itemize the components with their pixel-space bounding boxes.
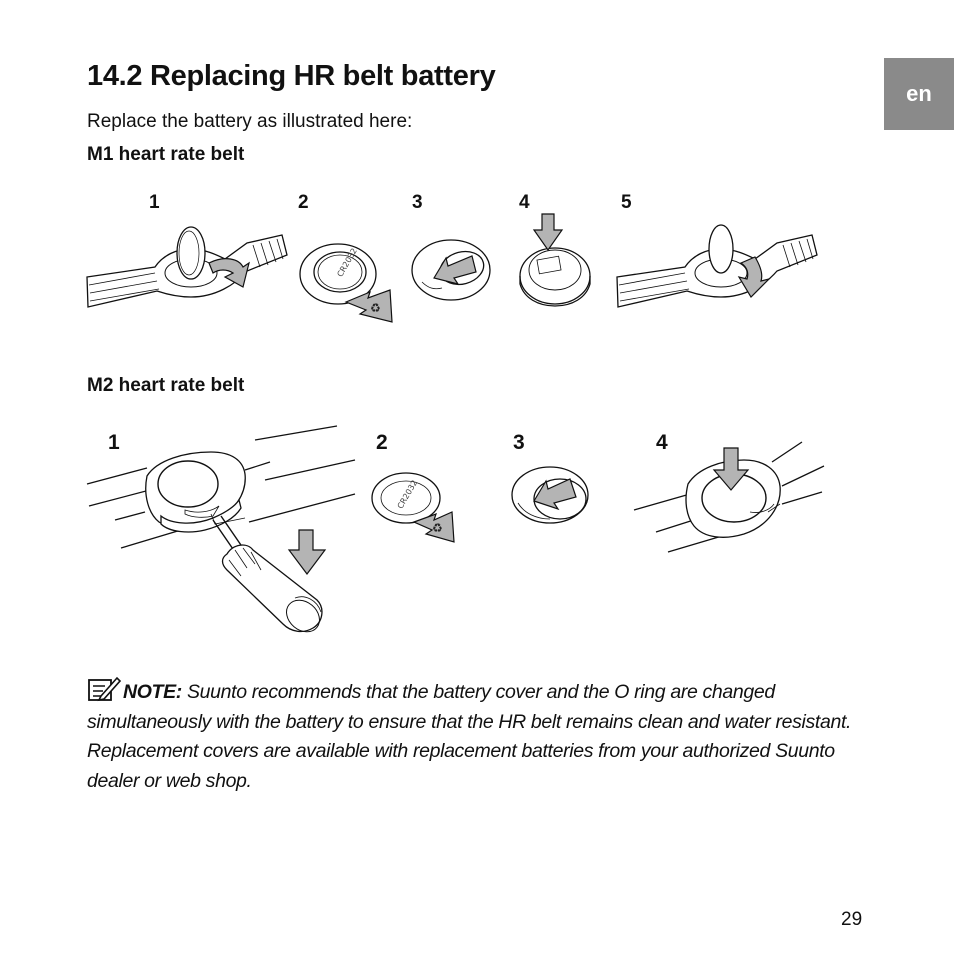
m1-step-5-number: 5 [621,192,632,213]
m1-step-4-number: 4 [519,192,530,213]
m1-step-3-illustration [411,239,491,301]
m2-step-1-number: 1 [108,431,120,454]
m2-step-2-number: 2 [376,431,388,454]
m1-step-3-number: 3 [412,192,423,213]
m1-step-4-illustration [519,213,591,307]
m2-step-2-illustration: CR2032 ♻ [371,472,455,543]
m1-step-2-number: 2 [298,192,309,213]
m2-step-4-number: 4 [656,431,668,454]
m1-heading: M1 heart rate belt [87,144,245,165]
m1-step-1-number: 1 [149,192,160,213]
m2-step-3-illustration [511,466,589,524]
section-title: 14.2 Replacing HR belt battery [87,60,496,92]
m1-step-2-illustration: CR2032 ♻ [299,243,393,323]
page-number: 29 [841,909,863,930]
m1-step-1-illustration [86,226,288,308]
note-label: NOTE: [123,681,182,703]
note-paragraph: NOTE: Suunto recommends that the battery… [87,676,877,796]
language-tab[interactable]: en [884,58,954,130]
svg-text:♻: ♻ [432,521,443,535]
m1-step-5-illustration [616,224,818,308]
m2-step-4-illustration [633,441,825,553]
svg-text:♻: ♻ [370,301,381,315]
note-pencil-icon [88,676,121,702]
note-text: Suunto recommends that the battery cover… [87,681,852,792]
m2-step-3-number: 3 [513,431,525,454]
intro-text: Replace the battery as illustrated here: [87,111,413,132]
m2-step-1-illustration [86,425,356,633]
m2-heading: M2 heart rate belt [87,375,245,396]
